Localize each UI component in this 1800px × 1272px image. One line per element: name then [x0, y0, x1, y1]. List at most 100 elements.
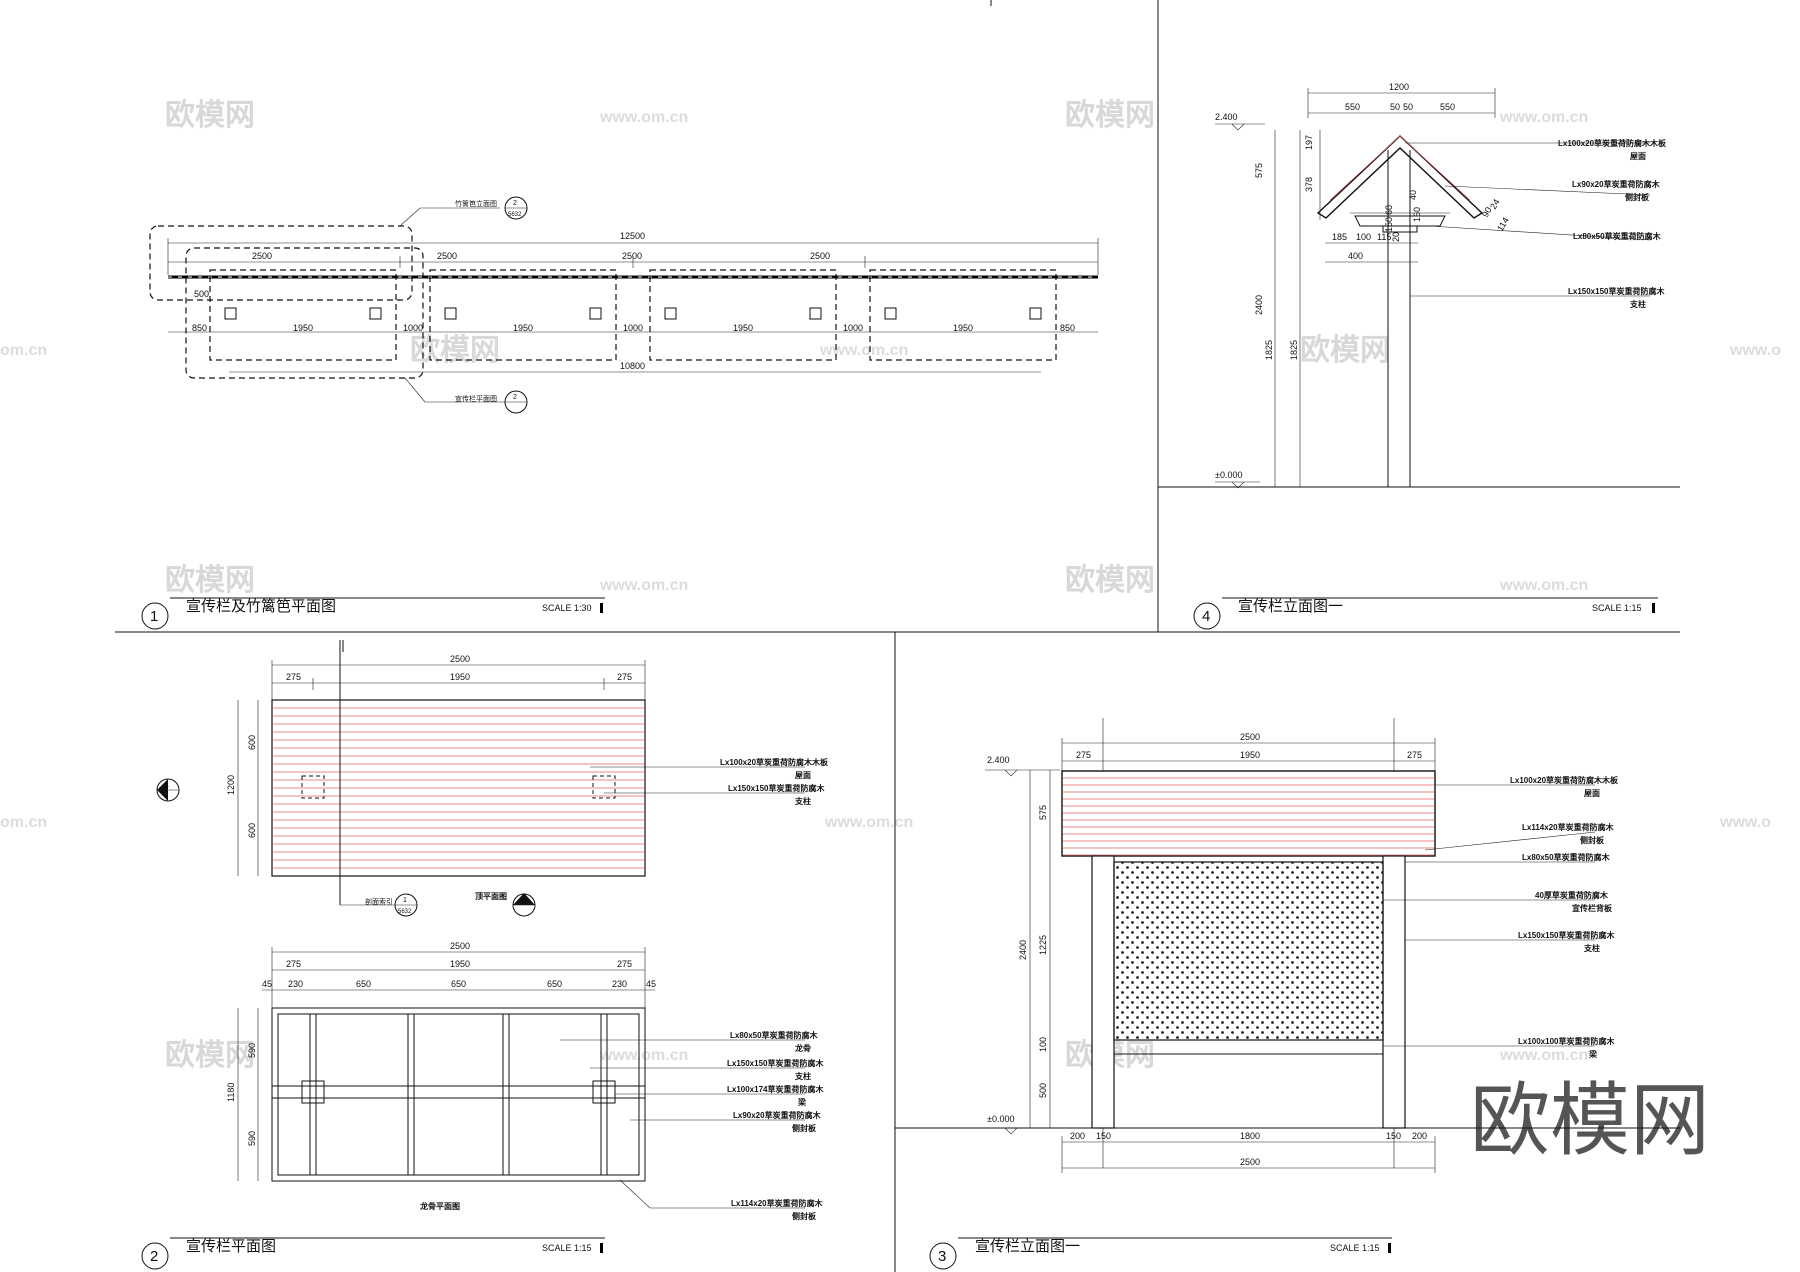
dim-left: 600: [247, 823, 257, 838]
dim-row: 1950: [1240, 750, 1260, 760]
note-part: 屋面: [795, 770, 811, 780]
watermark-url: www.om.cn: [1499, 1047, 1588, 1064]
note-material: Lx90x20草炭重荷防腐木: [733, 1110, 822, 1120]
level-top: 2.400: [987, 755, 1010, 765]
watermark-brand: 欧模网: [1300, 333, 1390, 368]
view1-plan: 12500 2500 2500 2500 2500 500 850 195: [149, 196, 1099, 414]
dim-bottom-total: 2500: [1240, 1157, 1260, 1167]
note-part: 梁: [1588, 1049, 1598, 1059]
dim-bottom: 200: [1070, 1131, 1085, 1141]
dim-row2: 230: [612, 979, 627, 989]
dim-overall: 12500: [620, 231, 645, 241]
dim-top: 550: [1440, 102, 1455, 112]
dim-width: 1200: [1389, 82, 1409, 92]
dim-top: 2500: [1240, 732, 1260, 742]
watermark-url: www.om.cn: [599, 577, 688, 594]
dim-detail: 150: [1384, 217, 1394, 232]
callout-sheet: 5632: [508, 212, 522, 218]
note-material: Lx80x50草炭重荷防腐木: [730, 1030, 819, 1040]
dim-row: 275: [617, 672, 632, 682]
dim-top: 50: [1390, 102, 1400, 112]
dim-top: 550: [1345, 102, 1360, 112]
watermark-brand: 欧模网: [165, 563, 255, 598]
dim-detail: 160: [1412, 207, 1422, 222]
dim-detail: 90: [1480, 205, 1494, 219]
watermark-url: www.om.cn: [599, 1047, 688, 1064]
roof-board-lines: [273, 707, 644, 869]
note-part: 梁: [797, 1097, 807, 1107]
dim-row2: 45: [646, 979, 656, 989]
dim-bottom: 1950: [733, 323, 753, 333]
dim-detail: 40: [1408, 190, 1418, 200]
dim-row: 275: [286, 672, 301, 682]
note-material: Lx150x150草炭重荷防腐木: [1518, 930, 1615, 940]
dim-bottom: 1950: [953, 323, 973, 333]
title-block-3: 3 宣传栏立面图一 SCALE 1:15: [929, 1237, 1392, 1270]
dim-detail: 100: [1356, 232, 1371, 242]
view-scale: SCALE 1:15: [1592, 603, 1642, 613]
view4-side-elevation: 1200 550 50 50 550 2.400 ±0.000 575 197 …: [1158, 82, 1680, 489]
dim-bottom: 850: [192, 323, 207, 333]
dim-left: 1200: [226, 775, 236, 795]
dim-bay: 2500: [252, 251, 272, 261]
dim-left: 1225: [1038, 935, 1048, 955]
dim-detail: 60: [1384, 205, 1394, 215]
note-part: 龙骨: [794, 1043, 811, 1053]
dim-detail: 185: [1332, 232, 1347, 242]
note-part: 支柱: [1583, 943, 1600, 953]
watermark-url-edge: om.cn: [0, 342, 47, 359]
dim-left: 100: [1038, 1037, 1048, 1052]
dim-left: 2400: [1254, 295, 1264, 315]
watermark-url: www.om.cn: [1499, 109, 1588, 126]
view-number: 3: [938, 1248, 946, 1265]
note-material: Lx100x20草炭重荷防腐木木板: [1510, 775, 1619, 785]
dim-bottom: 1000: [623, 323, 643, 333]
dim-bottom: 1000: [843, 323, 863, 333]
watermark-brand: 欧模网: [165, 1038, 255, 1073]
section-marker-number: 3: [521, 898, 525, 905]
note-part: 侧封板: [1580, 835, 1605, 845]
note-part: 侧封板: [792, 1123, 817, 1133]
note-part: 支柱: [1629, 299, 1646, 309]
watermark-url: www.om.cn: [819, 342, 908, 359]
note-material: Lx100x20草炭重荷防腐木木板: [720, 757, 829, 767]
dim-bottom: 150: [1096, 1131, 1111, 1141]
dim-left: 378: [1304, 177, 1314, 192]
watermark-url: www.om.cn: [1499, 577, 1588, 594]
note-material: Lx114x20草炭重荷防腐木: [1522, 822, 1615, 832]
watermark-brand: 欧模网: [1065, 98, 1155, 133]
dim-left: 197: [1304, 135, 1314, 150]
dim-left: 590: [247, 1131, 257, 1146]
dim-bay: 2500: [810, 251, 830, 261]
dim-left: 2400: [1018, 940, 1028, 960]
drawing-label: 顶平面图: [475, 892, 507, 901]
callout-label: 宣传栏平面图: [455, 394, 497, 403]
watermark-brand: 欧模网: [410, 333, 500, 368]
dim-offset: 500: [194, 289, 209, 299]
dim-row: 1950: [450, 672, 470, 682]
note-part: 宣传栏背板: [1572, 903, 1613, 913]
dim-bottom: 1000: [403, 323, 423, 333]
watermark-brand-large: 欧模网: [1470, 1074, 1710, 1167]
dim-row: 275: [1076, 750, 1091, 760]
view-scale: SCALE 1:15: [1330, 1243, 1380, 1253]
dim-row2: 230: [288, 979, 303, 989]
note-part: 支柱: [794, 796, 811, 806]
dim-detail: 115: [1377, 232, 1391, 242]
dim-bay: 2500: [437, 251, 457, 261]
note-part: 侧封板: [1625, 192, 1650, 202]
view-scale: SCALE 1:15: [542, 1243, 592, 1253]
dim-bottom: 1800: [1240, 1131, 1260, 1141]
dim-detail: 20: [1391, 232, 1401, 242]
view-number: 4: [1202, 608, 1210, 625]
drawing-label: 龙骨平面图: [419, 1201, 460, 1211]
callout-label: 竹篱笆立面图: [455, 199, 497, 208]
view-scale: SCALE 1:30: [542, 603, 592, 613]
dim-row: 275: [286, 959, 301, 969]
dim-left: 500: [1038, 1083, 1048, 1098]
view2-frame-plan: 2500 275 1950 275 45 230 650 650 650 230…: [226, 941, 824, 1221]
dim-top: 50: [1403, 102, 1413, 112]
view-title: 宣传栏平面图: [186, 1237, 276, 1255]
note-material: Lx150x150草炭重荷防腐木: [728, 783, 825, 793]
dim-left: 1825: [1289, 340, 1299, 360]
